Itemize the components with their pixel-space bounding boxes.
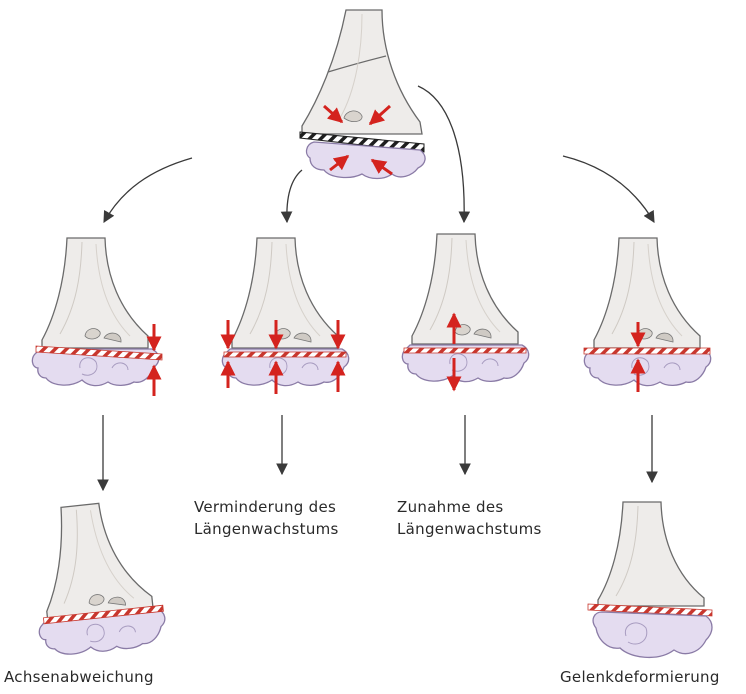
caption-joint-deformation: Gelenkdeformierung <box>560 666 720 688</box>
bone-joint-deformation <box>584 238 711 392</box>
injured-bone-top <box>300 10 425 179</box>
caption-axis-deviation: Achsenabweichung <box>4 666 154 688</box>
outcome-joint-deformation-bone <box>588 502 712 657</box>
outcome-axis-deviation-bone <box>27 498 168 658</box>
bone-increased-growth <box>402 234 528 390</box>
bone-decreased-growth <box>222 238 348 394</box>
caption-increased-growth: Zunahme des Längenwachstums <box>397 496 542 540</box>
caption-decreased-growth: Verminderung des Längenwachstums <box>194 496 339 540</box>
bone-axis-deviation <box>32 238 162 396</box>
